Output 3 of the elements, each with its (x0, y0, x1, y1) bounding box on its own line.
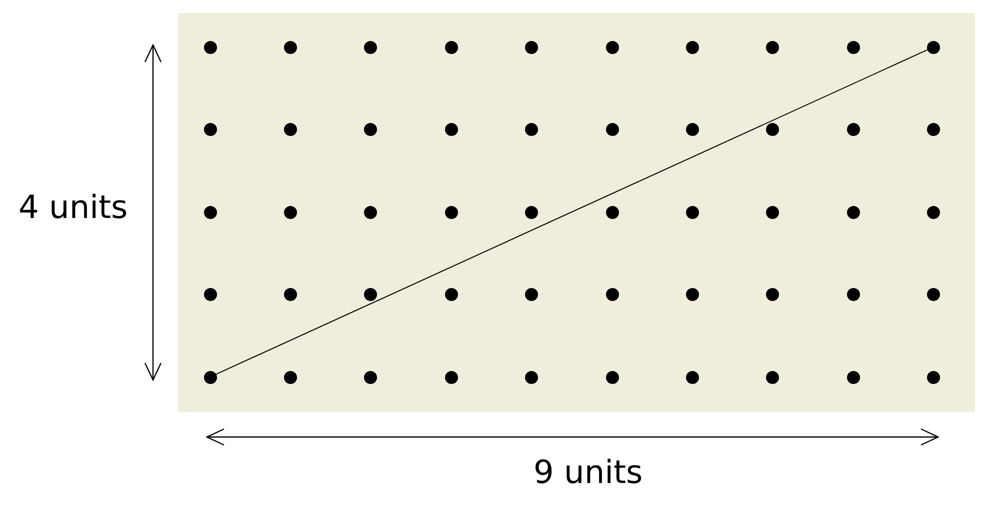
dimension-label: 9 units (534, 456, 643, 488)
dimension-label: 4 units (18, 191, 128, 223)
line-segment (215, 49, 928, 375)
